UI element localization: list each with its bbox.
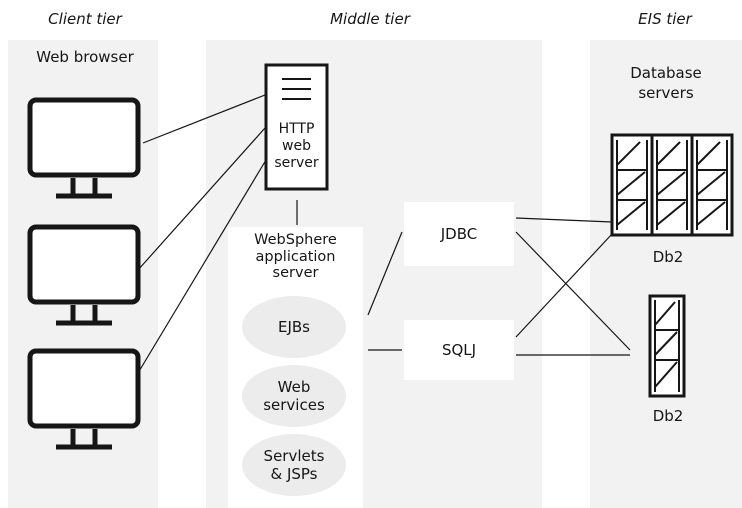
connector-browser2-http	[137, 127, 266, 271]
connector-browser3-http	[137, 159, 267, 374]
connector-browser1-http	[142, 94, 266, 144]
database-servers-label: Database servers	[630, 64, 702, 102]
http-server-icon	[264, 63, 329, 191]
monitor-icon-3	[27, 348, 141, 450]
eis-tier-title: EIS tier	[638, 10, 692, 28]
web-browser-label: Web browser	[36, 48, 134, 66]
web-services-label: Web services	[263, 378, 325, 414]
db2-bottom-label: Db2	[652, 407, 684, 425]
jdbc-label: JDBC	[440, 225, 478, 243]
jdbc-box: JDBC	[404, 202, 514, 266]
servlets-node: Servlets & JSPs	[242, 434, 346, 496]
sqlj-box: SQLJ	[404, 320, 514, 380]
middle-tier-title: Middle tier	[330, 10, 410, 28]
monitor-icon-1	[27, 97, 141, 199]
ejbs-node: EJBs	[242, 296, 346, 358]
connector-websphere-jdbc	[367, 231, 403, 316]
database-rack-icon	[610, 133, 734, 237]
sqlj-label: SQLJ	[441, 341, 477, 359]
client-tier-title: Client tier	[48, 10, 122, 28]
eis-tier-panel	[590, 40, 742, 508]
monitor-icon-2	[27, 224, 141, 326]
db2-top-label: Db2	[652, 248, 684, 266]
websphere-label: WebSphere application server	[254, 232, 337, 282]
connector-jdbc-db2	[515, 231, 631, 351]
http-server-label: HTTP web server	[274, 121, 319, 171]
database-tower-icon	[648, 294, 686, 398]
ejbs-label: EJBs	[277, 318, 310, 336]
connector-sqlj-db1	[515, 233, 613, 338]
web-services-node: Web services	[242, 365, 346, 427]
servlets-label: Servlets & JSPs	[263, 447, 325, 483]
connector-jdbc-db1	[515, 217, 613, 223]
